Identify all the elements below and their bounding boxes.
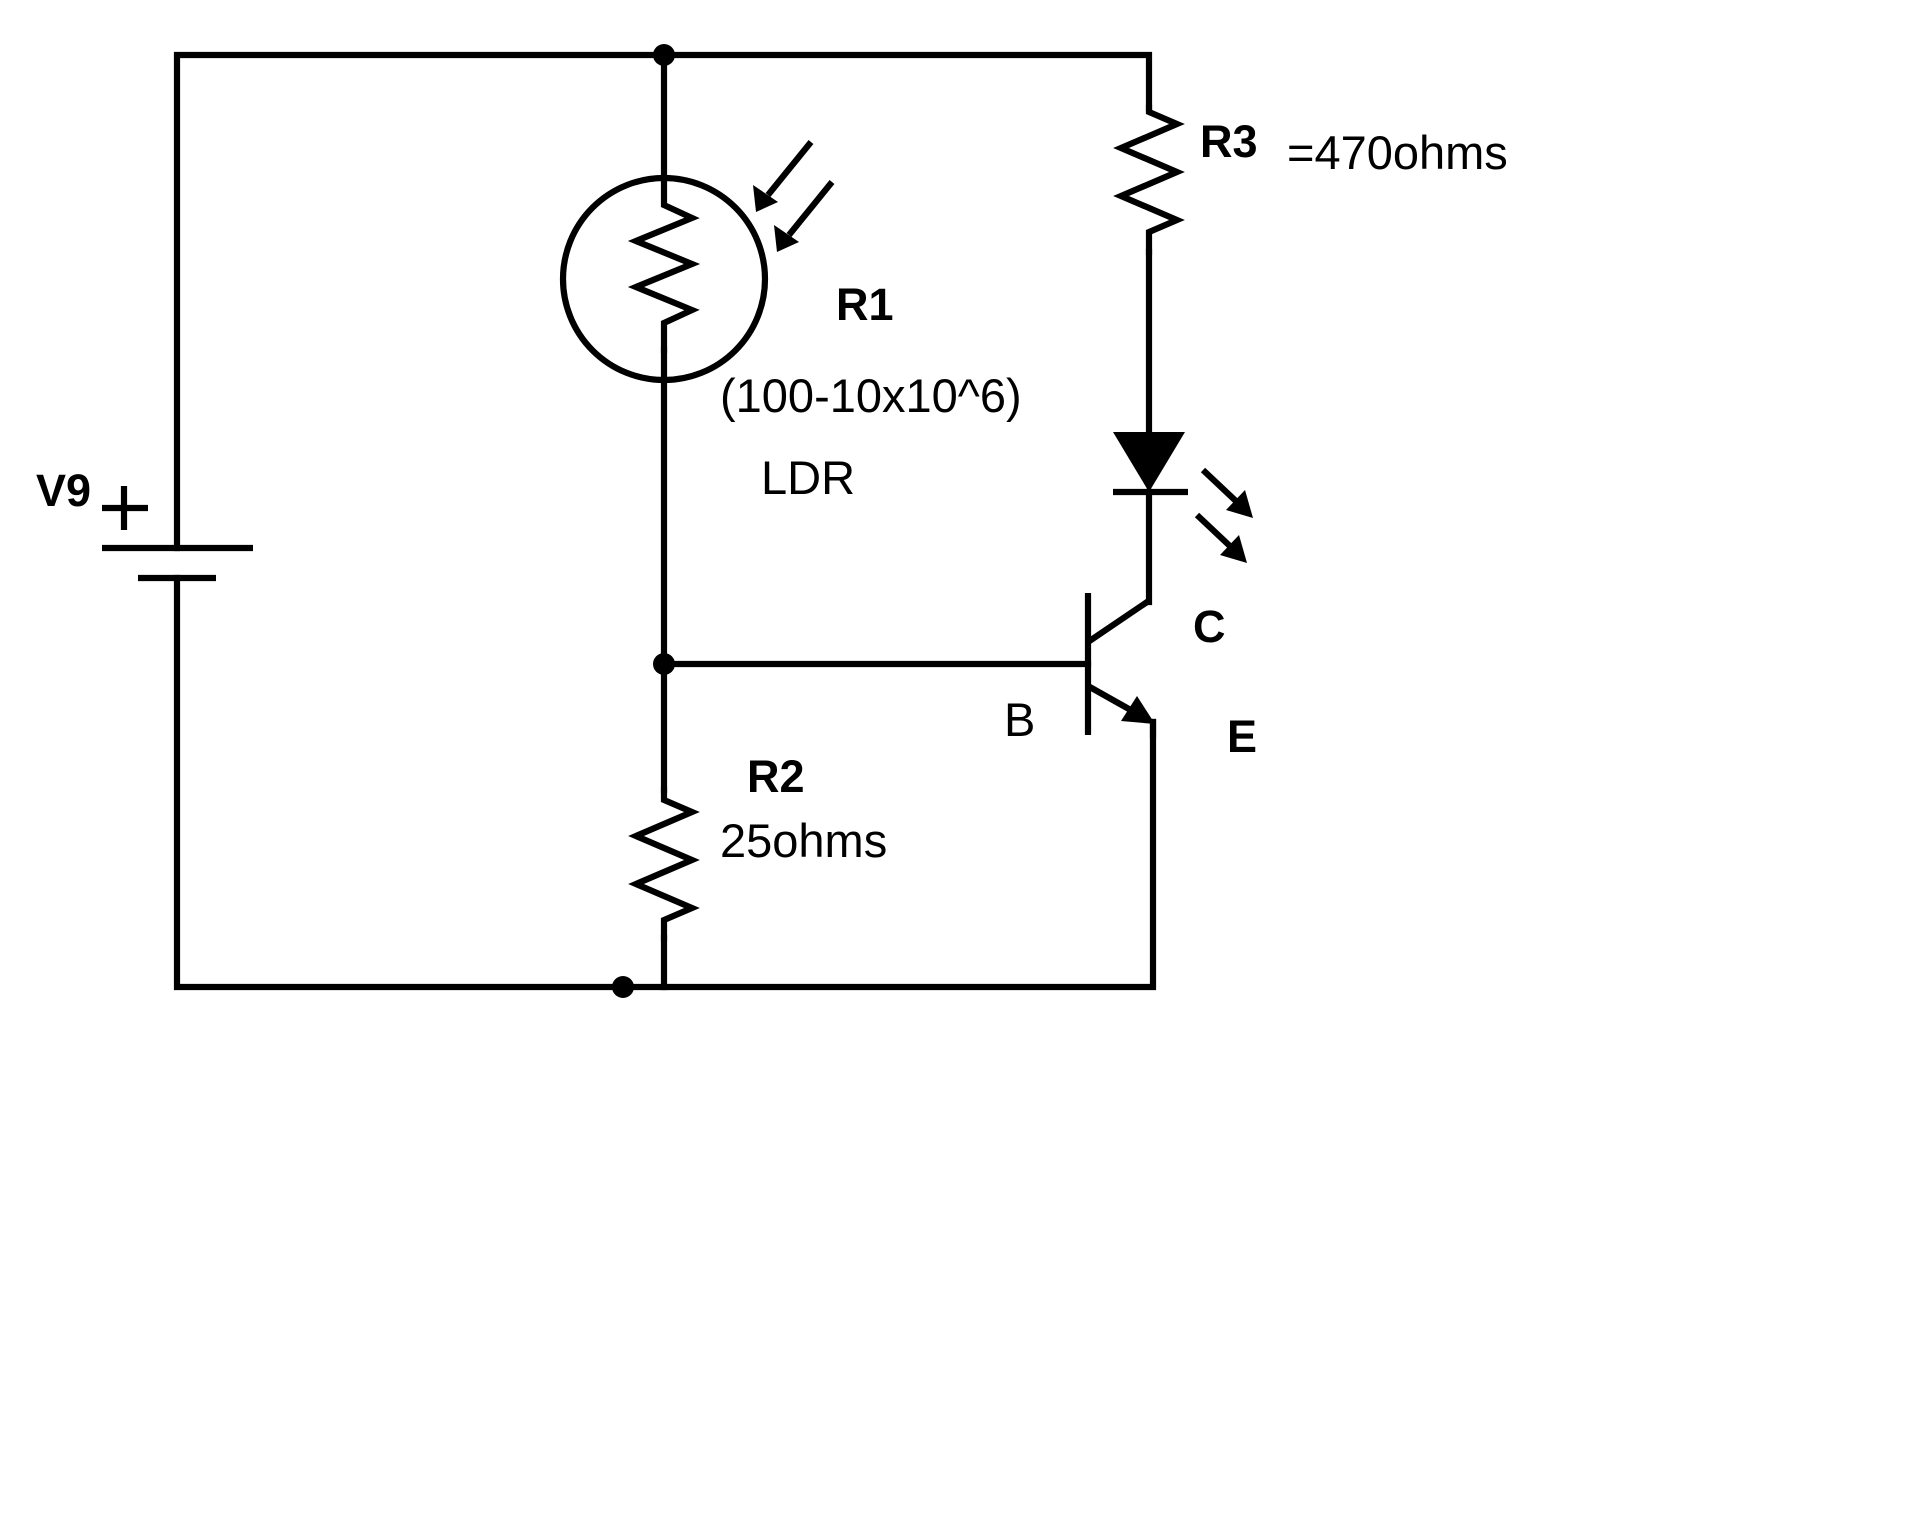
r2-label: R2 <box>747 751 805 802</box>
led-icon <box>1113 432 1253 563</box>
emitter-lead <box>1086 683 1138 716</box>
light-arrow-icon <box>753 140 835 252</box>
labels: V9 R3 =470ohms R1 (100-10x10^6) LDR C B … <box>36 116 1508 867</box>
ldr-type-label: LDR <box>761 451 855 504</box>
resistor-r3-icon <box>1113 104 1185 256</box>
collector-lead <box>1086 597 1152 645</box>
r3-value: =470ohms <box>1287 126 1508 179</box>
ldr-icon <box>559 140 835 384</box>
emission-arrow-icon <box>1194 467 1253 563</box>
junctions <box>612 44 675 998</box>
battery-label: V9 <box>36 465 91 516</box>
emitter-label: E <box>1227 711 1257 762</box>
r1-label: R1 <box>836 279 894 330</box>
base-label: B <box>1004 693 1035 746</box>
battery-icon <box>102 486 253 582</box>
r2-value: 25ohms <box>720 814 887 867</box>
r1-value: (100-10x10^6) <box>720 369 1022 422</box>
junction-bottom <box>612 976 634 998</box>
r3-label: R3 <box>1200 116 1258 167</box>
collector-label: C <box>1193 601 1226 652</box>
junction-top <box>653 44 675 66</box>
emitter-arrow-icon <box>1121 696 1155 724</box>
junction-base-node <box>653 653 675 675</box>
resistor-r2-icon <box>628 786 700 942</box>
transistor-icon <box>1084 593 1157 739</box>
